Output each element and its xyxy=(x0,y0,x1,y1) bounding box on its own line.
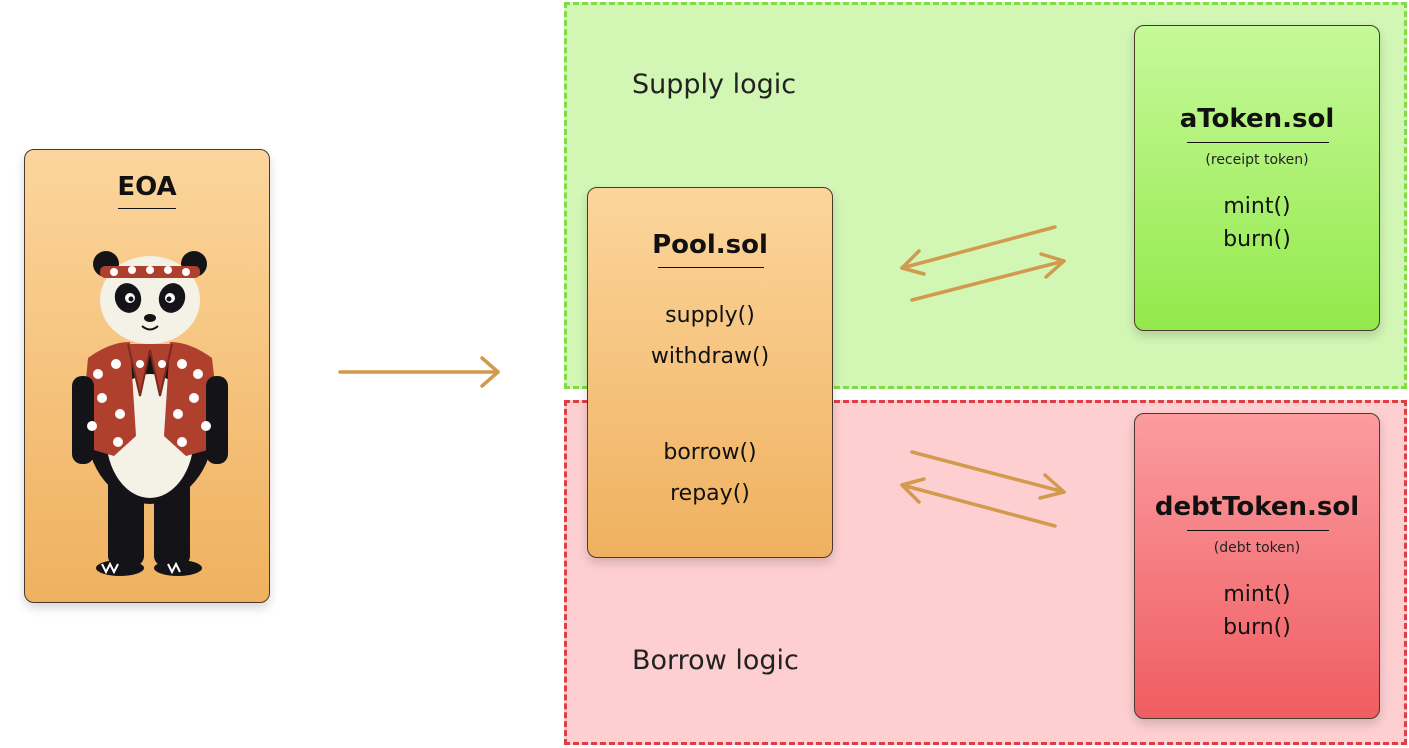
pool-title: Pool.sol xyxy=(652,230,768,260)
atoken-fn-mint: mint() xyxy=(1223,194,1291,219)
atoken-title-underline xyxy=(1187,142,1329,143)
atoken-to-pool-arrow xyxy=(900,225,1057,276)
atoken-subtitle: (receipt token) xyxy=(1205,152,1309,168)
eoa-card: EOA xyxy=(24,149,270,603)
supply-logic-label: Supply logic xyxy=(632,69,797,100)
borrow-logic-label: Borrow logic xyxy=(632,645,799,676)
eoa-title: EOA xyxy=(117,172,177,202)
panda-avatar xyxy=(72,251,228,576)
debttoken-fn-burn: burn() xyxy=(1223,615,1291,640)
pool-fn-repay: repay() xyxy=(670,481,750,506)
pool-to-debttoken-arrow xyxy=(910,450,1066,500)
pool-to-atoken-arrow xyxy=(910,252,1066,302)
debttoken-title: debtToken.sol xyxy=(1154,492,1360,522)
debttoken-to-pool-arrow xyxy=(900,477,1057,528)
pool-fn-borrow: borrow() xyxy=(663,440,757,465)
eoa-to-pool-arrow xyxy=(338,356,500,388)
pool-title-underline xyxy=(658,267,764,268)
eoa-title-underline xyxy=(118,208,176,209)
atoken-fn-burn: burn() xyxy=(1223,227,1291,252)
debttoken-subtitle: (debt token) xyxy=(1213,540,1301,556)
debttoken-title-underline xyxy=(1187,530,1329,531)
debttoken-card: debtToken.sol (debt token) mint() burn() xyxy=(1134,413,1380,719)
debttoken-fn-mint: mint() xyxy=(1223,582,1291,607)
pool-card: Pool.sol supply() withdraw() borrow() re… xyxy=(587,187,833,558)
atoken-card: aToken.sol (receipt token) mint() burn() xyxy=(1134,25,1380,331)
pool-fn-supply: supply() xyxy=(665,303,755,328)
atoken-title: aToken.sol xyxy=(1179,104,1335,134)
pool-fn-withdraw: withdraw() xyxy=(650,344,770,369)
